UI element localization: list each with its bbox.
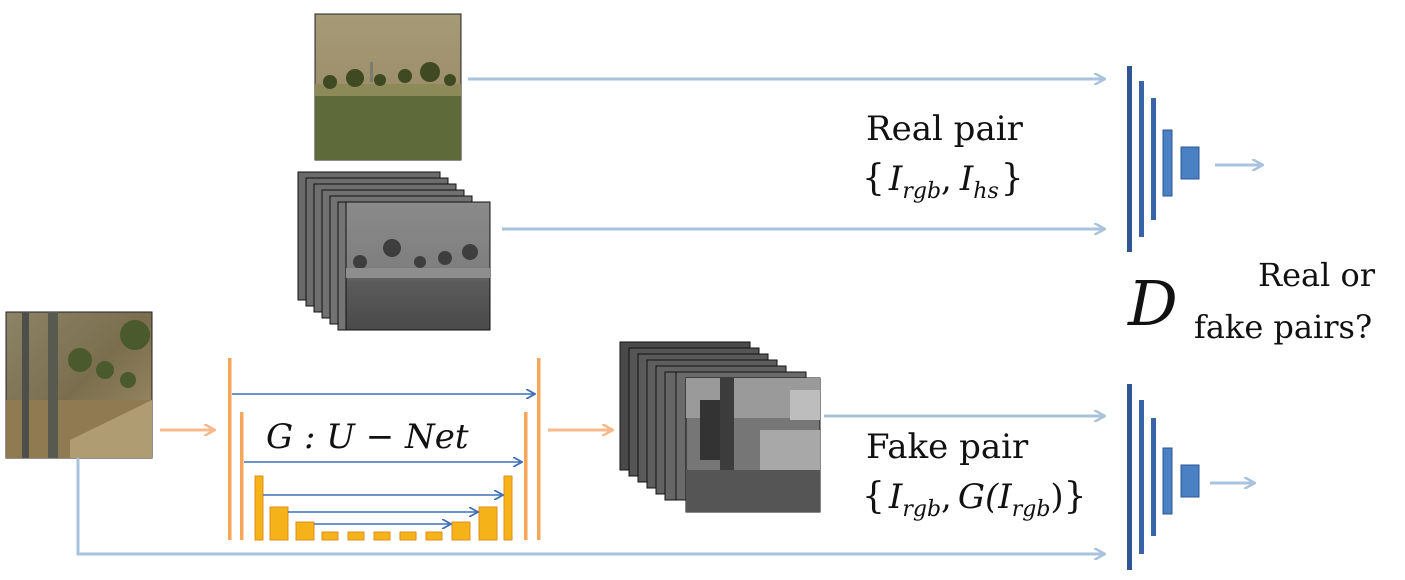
discriminator-symbol: D (1127, 267, 1178, 340)
fake-pair-title: Fake pair (866, 427, 1029, 467)
fake-hs-stack (619, 341, 821, 513)
real-pair-label: Real pair {Irgb,Ihs} (862, 109, 1024, 204)
discriminator-question-line1: Real or (1258, 256, 1376, 294)
discriminator-bottom (1127, 384, 1200, 570)
arrows (76, 79, 1262, 554)
input-rgb-image (5, 311, 153, 459)
fake-pair-formula: {Irgb,G(Irgb)} (862, 476, 1087, 522)
discriminator-top (1127, 66, 1200, 252)
unet-generator: G : U − Net (228, 358, 541, 541)
discriminator-question-line2: fake pairs? (1194, 308, 1372, 346)
fake-pair-label: Fake pair {Irgb,G(Irgb)} (862, 427, 1087, 522)
arrow-input-to-disc (76, 458, 1104, 554)
real-hs-stack (297, 171, 491, 331)
real-rgb-image (314, 13, 462, 161)
real-pair-title: Real pair (866, 109, 1024, 149)
real-pair-formula: {Irgb,Ihs} (862, 158, 1024, 204)
generator-label: G : U − Net (266, 417, 469, 457)
